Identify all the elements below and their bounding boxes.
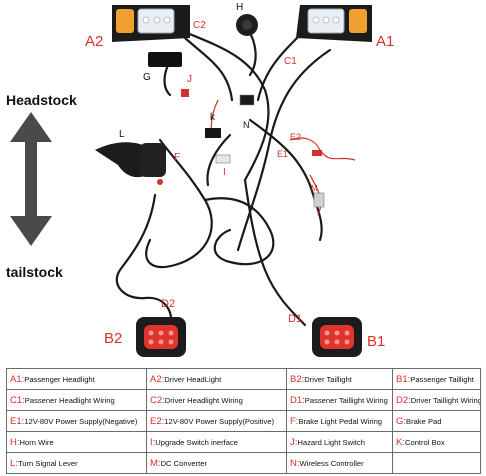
legend-cell: E1:12V-80V Power Supply(Negative) (6, 410, 147, 432)
legend-cell: J:Hazard Light Switch (286, 431, 393, 453)
callout-m: M (311, 184, 318, 193)
upgrade-switch-interface (215, 154, 231, 164)
legend-cell: A1:Passenger Headlight (6, 368, 147, 390)
callout-d1: D1 (288, 313, 302, 325)
legend-cell: B1:Passenger Taillight (392, 368, 481, 390)
passenger-taillight (312, 317, 362, 357)
callout-b1: B1 (367, 333, 385, 350)
wiring-kit-photo: A2 A1 C2 C1 H G J N k L F I E2 E1 M D2 D… (10, 2, 394, 357)
callout-a1: A1 (376, 33, 394, 50)
legend-cell: M:DC Converter (146, 452, 287, 474)
legend-cell (392, 452, 481, 474)
brake-pad (148, 52, 182, 67)
legend-row: C1:Passener Headlight Wiring C2:Driver H… (6, 389, 481, 411)
legend-cell: C1:Passener Headlight Wiring (6, 389, 147, 411)
callout-l: L (119, 129, 125, 140)
wireless-controller (239, 94, 255, 106)
dc-converter (313, 192, 325, 208)
callout-i: I (223, 167, 226, 178)
legend-cell: N:Wireless Controller (286, 452, 393, 474)
callout-j: J (187, 74, 192, 85)
callout-d2: D2 (161, 298, 175, 310)
driver-headlight (112, 5, 190, 42)
callout-b2: B2 (104, 330, 122, 347)
callout-h: H (236, 2, 243, 13)
callout-c2: C2 (193, 20, 206, 31)
legend-cell: L:Turn Signal Lever (6, 452, 147, 474)
legend-cell: A2:Driver HeadLight (146, 368, 287, 390)
legend-row: E1:12V-80V Power Supply(Negative) E2:12V… (6, 410, 481, 432)
turn-signal-lever (95, 142, 166, 185)
driver-taillight (136, 317, 186, 357)
callout-k: k (210, 112, 216, 123)
callout-e1: E1 (277, 149, 288, 159)
legend-cell: G:Brake Pad (392, 410, 481, 432)
callout-g: G (143, 72, 151, 83)
legend-table: A1:Passenger Headlight A2:Driver HeadLig… (6, 368, 481, 474)
passenger-headlight (296, 5, 372, 42)
legend-cell: H:Horn Wire (6, 431, 147, 453)
legend-cell: B2:Driver Taillight (286, 368, 393, 390)
power-supply-wiring (312, 150, 322, 156)
horn (236, 14, 258, 36)
direction-arrow (10, 112, 52, 246)
legend-cell: F:Brake Light Pedal Wiring (286, 410, 393, 432)
legend-row: A1:Passenger Headlight A2:Driver HeadLig… (6, 368, 481, 390)
legend-cell: D1:Passener Taillight Wiring (286, 389, 393, 411)
legend-cell: K:Control Box (392, 431, 481, 453)
callout-c1: C1 (284, 56, 297, 67)
callout-f: F (174, 152, 180, 163)
legend-cell: C2:Driver Headlight Wiring (146, 389, 287, 411)
headstock-label: Headstock (6, 92, 77, 108)
legend-cell: E2:12V-80V Power Supply(Positive) (146, 410, 287, 432)
callout-e2: E2 (290, 132, 301, 142)
legend-row: L:Turn Signal Lever M:DC Converter N:Wir… (6, 452, 481, 474)
callout-a2: A2 (85, 33, 103, 50)
legend-cell: I:Upgrade Switch inerface (146, 431, 287, 453)
legend-cell: D2:Driver Taillight Wiring (392, 389, 481, 411)
tailstock-label: tailstock (6, 264, 63, 280)
callout-n: N (243, 120, 250, 130)
legend-row: H:Horn Wire I:Upgrade Switch inerface J:… (6, 431, 481, 453)
hazard-switch (181, 89, 189, 97)
control-box (205, 128, 221, 138)
